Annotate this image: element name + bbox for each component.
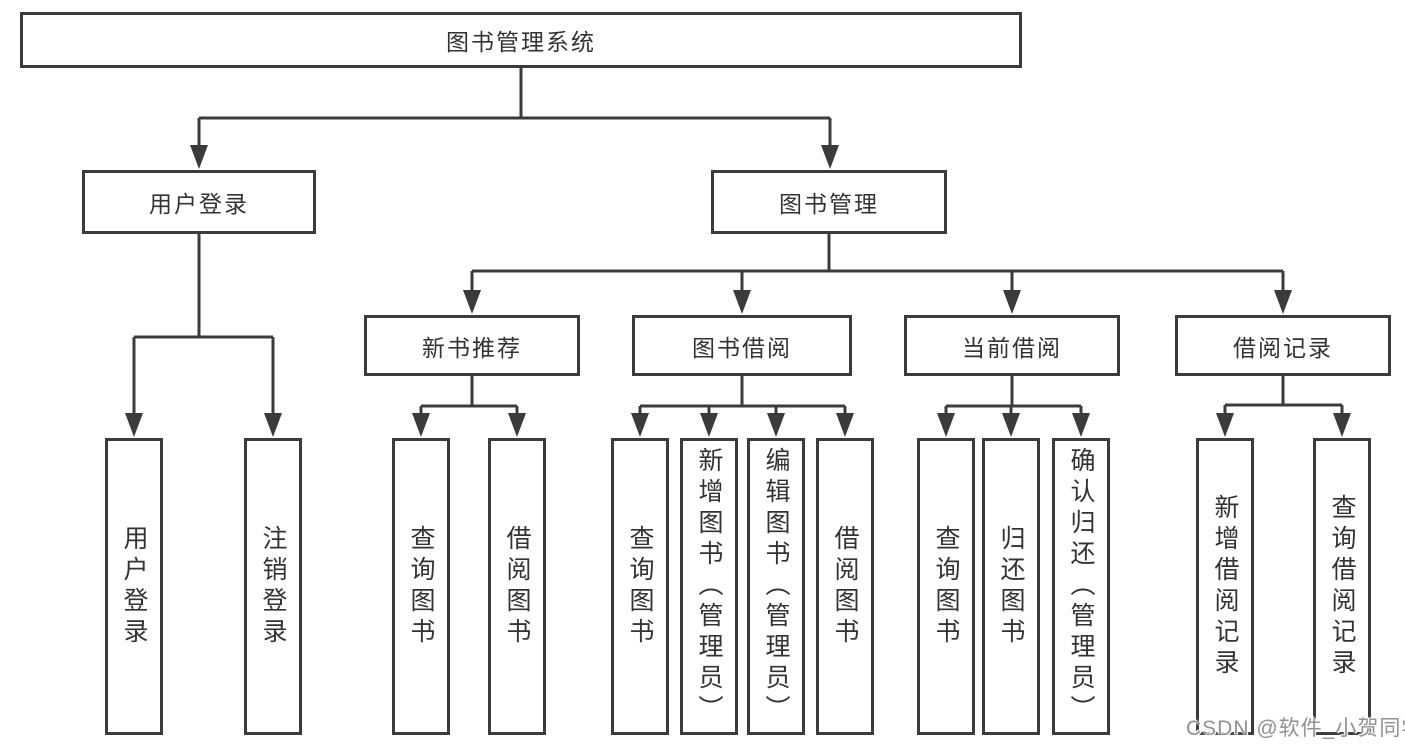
arrowhead [125, 413, 143, 437]
arrowhead [821, 145, 839, 169]
node-current-borrow-label: 当前借阅 [962, 334, 1062, 361]
node-borrow-records-label: 借阅记录 [1233, 334, 1333, 361]
node-root: 图书管理系统 [20, 12, 1022, 68]
root-branch-lines [197, 68, 832, 147]
arrowhead [1003, 290, 1021, 314]
leaf-borrow-query-books: 查询图书 [611, 438, 669, 735]
leaf-borrow-books: 借阅图书 [816, 438, 874, 735]
leaf-query-borrow-record-label: 查询借阅记录 [1328, 493, 1356, 680]
leaf-current-query-books-label: 查询图书 [932, 524, 960, 649]
node-borrow-records: 借阅记录 [1175, 315, 1391, 376]
arrowhead [264, 413, 282, 437]
new-book-branch-lines [419, 376, 519, 415]
arrowhead [1333, 413, 1351, 437]
leaf-edit-books-admin-label: 编辑图书（管理员） [762, 447, 790, 726]
leaf-add-borrow-record-label: 新增借阅记录 [1211, 493, 1239, 680]
node-user-login-label: 用户登录 [149, 191, 249, 217]
leaf-add-books-admin: 新增图书（管理员） [680, 438, 738, 735]
leaf-confirm-return-admin-label: 确认归还（管理员） [1067, 447, 1095, 726]
arrowhead [700, 413, 718, 437]
arrowhead [1002, 413, 1020, 437]
leaf-borrow-books-label: 借阅图书 [831, 524, 859, 649]
node-book-management: 图书管理 [711, 170, 947, 234]
arrowhead [190, 145, 208, 169]
node-root-label: 图书管理系统 [446, 29, 596, 55]
leaf-query-borrow-record: 查询借阅记录 [1313, 438, 1371, 735]
leaf-confirm-return-admin: 确认归还（管理员） [1052, 438, 1110, 735]
arrowhead [836, 413, 854, 437]
leaf-add-books-admin-label: 新增图书（管理员） [695, 447, 723, 726]
arrowhead [463, 290, 481, 314]
leaf-return-books: 归还图书 [982, 438, 1040, 735]
leaf-return-books-label: 归还图书 [997, 524, 1025, 649]
node-new-book-recommend: 新书推荐 [364, 315, 580, 376]
arrowhead [733, 290, 751, 314]
node-book-borrow: 图书借阅 [632, 315, 852, 376]
node-current-borrow: 当前借阅 [904, 315, 1120, 376]
node-new-book-recommend-label: 新书推荐 [422, 334, 522, 361]
leaf-user-login: 用户登录 [105, 438, 163, 735]
book-borrow-branch-lines [638, 376, 847, 415]
leaf-edit-books-admin: 编辑图书（管理员） [747, 438, 805, 735]
leaf-newbook-borrow-books-label: 借阅图书 [503, 524, 531, 649]
leaf-newbook-query-books: 查询图书 [392, 438, 450, 735]
borrow-record-branch-lines [1223, 376, 1344, 415]
user-login-branch-lines [132, 234, 275, 415]
leaf-add-borrow-record: 新增借阅记录 [1196, 438, 1254, 735]
arrowhead [631, 413, 649, 437]
arrowhead [1274, 290, 1292, 314]
leaf-borrow-query-books-label: 查询图书 [626, 524, 654, 649]
arrowhead [767, 413, 785, 437]
current-borrow-branch-lines [944, 376, 1083, 415]
leaf-logout: 注销登录 [244, 438, 302, 735]
arrowhead [508, 413, 526, 437]
arrowhead [937, 413, 955, 437]
watermark: CSDN @软件_小贺同学 [1186, 717, 1405, 740]
leaf-newbook-query-books-label: 查询图书 [407, 524, 435, 649]
leaf-current-query-books: 查询图书 [917, 438, 975, 735]
node-book-management-label: 图书管理 [779, 191, 879, 217]
arrowhead [1216, 413, 1234, 437]
book-management-branch-lines [470, 234, 1285, 293]
node-book-borrow-label: 图书借阅 [692, 334, 792, 361]
leaf-logout-label: 注销登录 [259, 524, 287, 649]
leaf-user-login-label: 用户登录 [120, 524, 148, 649]
arrowhead [412, 413, 430, 437]
node-user-login: 用户登录 [82, 170, 316, 234]
arrowhead [1072, 413, 1090, 437]
leaf-newbook-borrow-books: 借阅图书 [488, 438, 546, 735]
